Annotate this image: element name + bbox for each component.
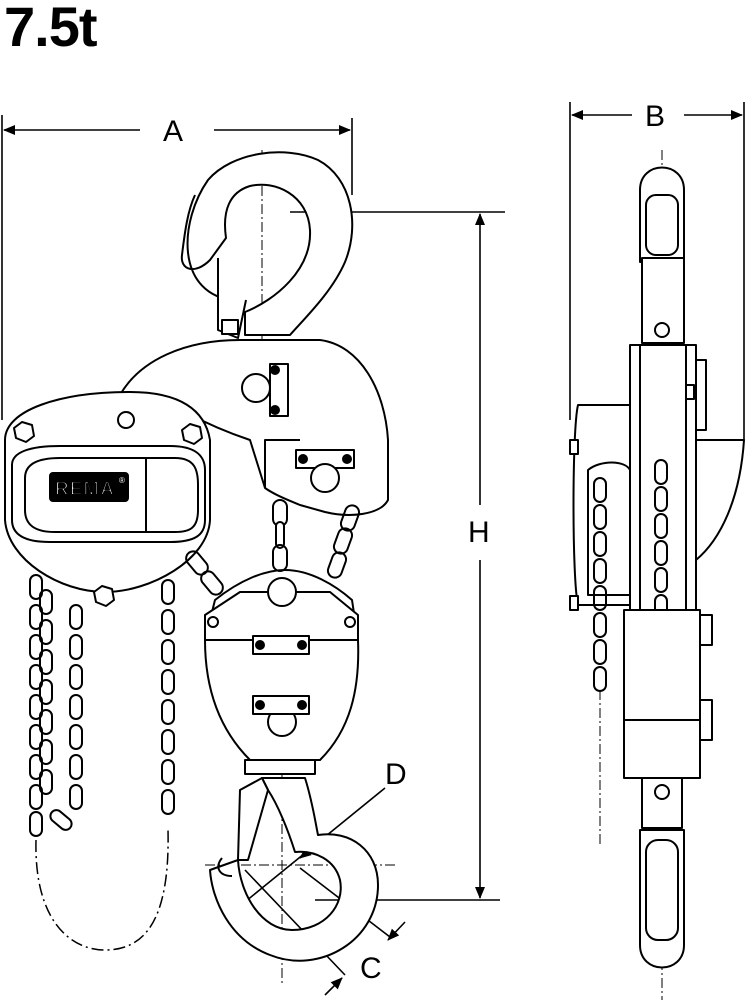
dimension-label-b: B xyxy=(645,100,665,133)
hand-chains xyxy=(29,574,175,837)
dimension-a xyxy=(1,115,353,420)
brand-logo xyxy=(49,472,129,502)
hand-chain-loop xyxy=(35,829,169,951)
brand-name: REMA xyxy=(55,479,115,500)
capacity-title: 7.5t xyxy=(4,0,97,58)
brand-registered-mark: ® xyxy=(119,476,125,485)
dimension-b xyxy=(569,102,745,440)
top-hook xyxy=(180,151,354,339)
side-view xyxy=(569,166,745,969)
dimension-label-c: C xyxy=(360,952,382,985)
load-chains xyxy=(185,499,361,596)
dimension-label-h: H xyxy=(468,516,490,549)
dimension-h xyxy=(290,211,505,901)
side-cover: REMA ® xyxy=(4,391,211,607)
dimension-label-a: A xyxy=(163,115,183,148)
lower-block xyxy=(204,569,360,775)
bottom-hook xyxy=(209,777,379,962)
dimension-label-d: D xyxy=(385,758,407,791)
front-view: REMA ® xyxy=(4,151,389,962)
